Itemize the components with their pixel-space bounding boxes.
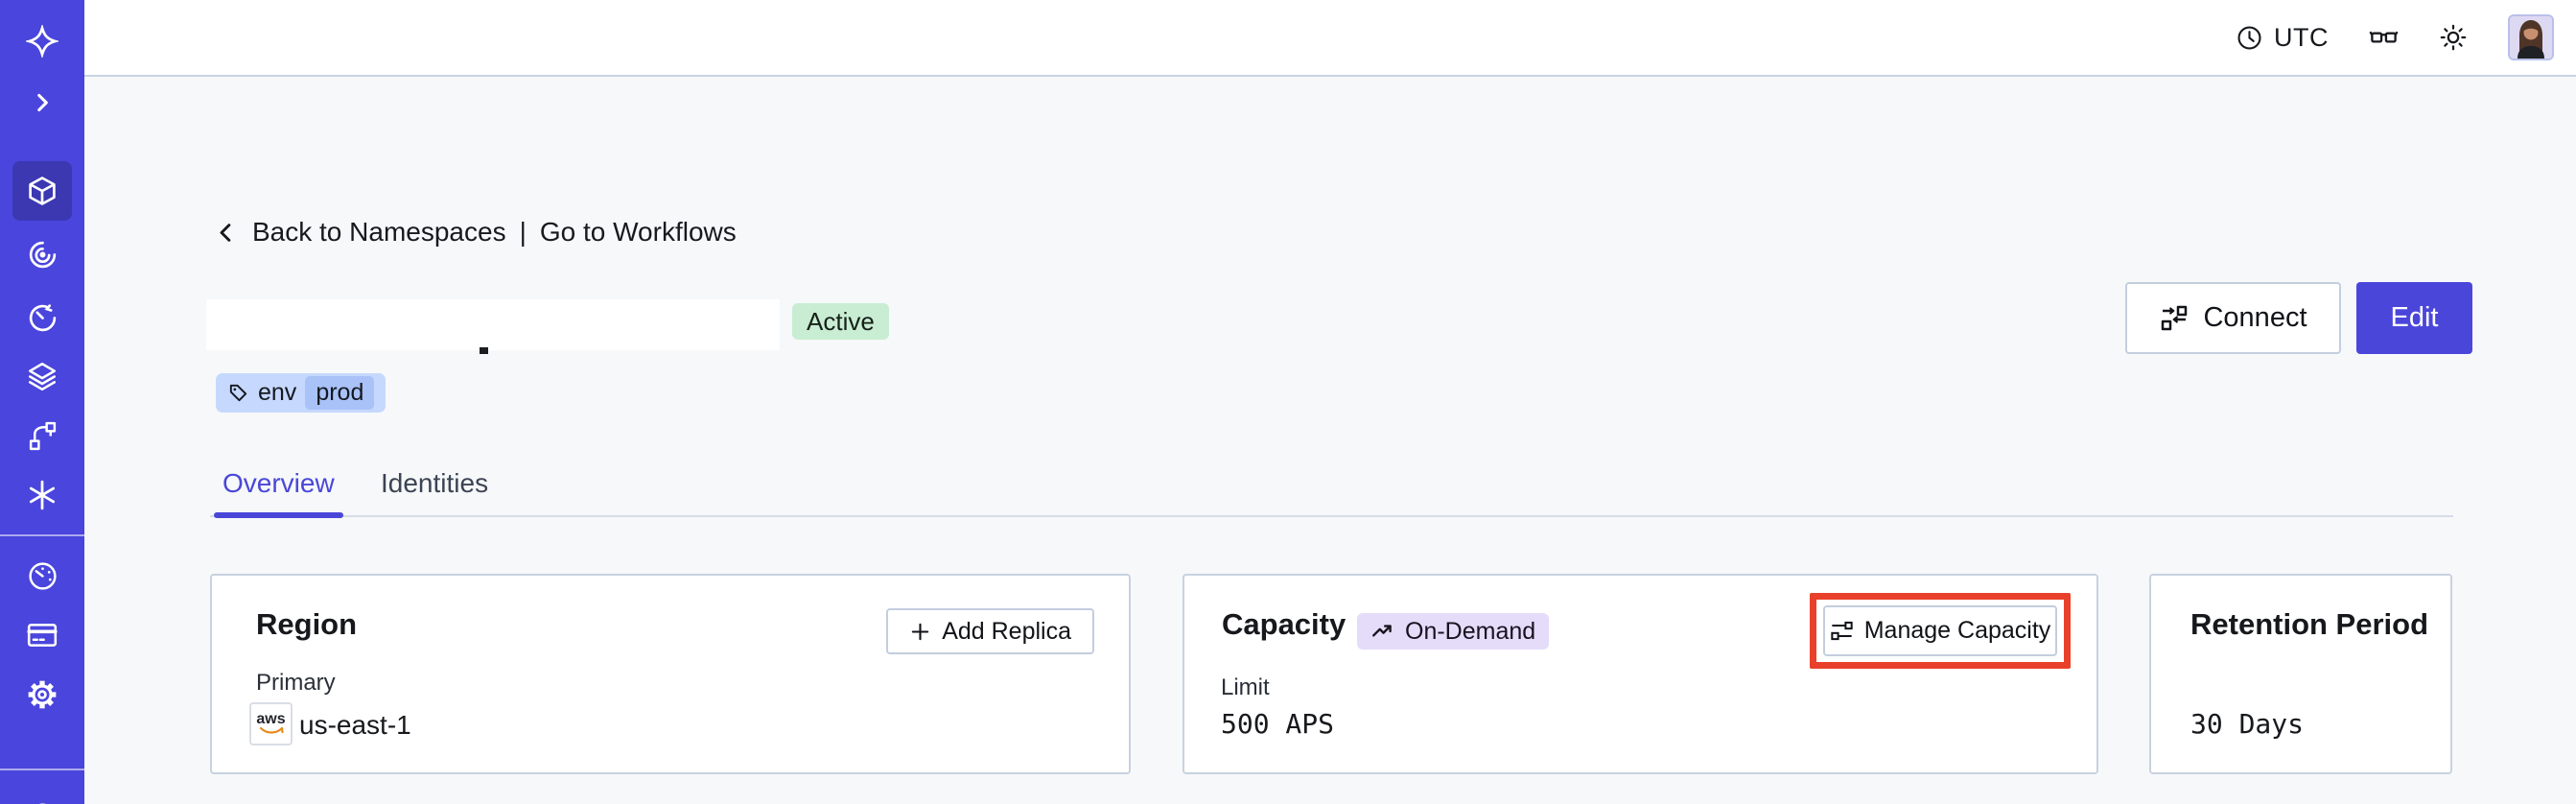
tag-value: prod [305,376,375,410]
temporal-logo-icon[interactable] [0,25,84,58]
timezone-label: UTC [2274,22,2329,52]
on-demand-label: On-Demand [1405,617,1536,645]
spiral-icon [29,241,56,268]
layers-icon [28,362,57,391]
breadcrumb-separator: | [519,217,527,247]
add-replica-label: Add Replica [942,617,1071,645]
tabs-divider [210,515,2453,517]
sidebar-item-schedules[interactable] [0,301,84,334]
sidebar-item-deployments[interactable] [0,419,84,452]
status-badge: Active [792,303,889,340]
labs-mode-button[interactable] [2369,23,2399,53]
sidebar-item-billing[interactable] [0,619,84,651]
sidebar-item-namespaces[interactable] [0,174,84,208]
region-value: us-east-1 [299,710,411,740]
capacity-value: 500 APS [1221,708,1335,740]
go-to-workflows-link[interactable]: Go to Workflows [539,217,737,247]
region-card: Region Add Replica Primary aws us-east-1 [210,574,1131,774]
sidebar-item-layers[interactable] [0,360,84,392]
connect-button[interactable]: Connect [2125,282,2341,354]
manage-capacity-label: Manage Capacity [1863,617,2051,644]
status-badge-label: Active [807,306,875,336]
tag-icon [229,384,247,402]
sidebar-item-help[interactable] [0,794,84,804]
aws-smile-icon [259,726,284,734]
sidebar-divider [0,534,84,536]
namespace-name-redacted [206,299,780,350]
credit-card-icon [27,624,58,647]
edit-button[interactable]: Edit [2356,282,2472,354]
sun-icon [2440,24,2467,51]
cube-icon [29,177,56,205]
breadcrumb: Back to Namespaces | Go to Workflows [213,207,737,257]
clock-icon [2237,25,2261,50]
retention-value: 30 Days [2190,708,2305,740]
aws-logo: aws [256,711,286,727]
sidebar-item-workflows[interactable] [0,238,84,271]
plus-icon [911,623,929,640]
namespace-tag[interactable]: env prod [216,373,386,413]
avatar-image [2510,16,2552,59]
glasses-icon [2369,31,2399,43]
retention-card-title: Retention Period [2190,607,2429,641]
speedometer-icon [28,561,57,590]
sidebar-item-settings[interactable] [0,678,84,711]
topbar-right-group: UTC [2236,0,2554,75]
capacity-card-title: Capacity [1222,607,1347,641]
sidebar-divider [0,769,84,770]
manage-capacity-button[interactable]: Manage Capacity [1823,605,2057,656]
timezone-selector[interactable]: UTC [2236,23,2329,53]
theme-toggle-button[interactable] [2439,23,2468,52]
tab-overview[interactable]: Overview [222,468,335,498]
user-avatar[interactable] [2508,14,2554,60]
namespace-name-fragment [480,347,488,354]
sidebar-item-usage[interactable] [0,559,84,592]
connect-flow-icon [2162,305,2188,330]
capacity-card: Capacity On-Demand Manage Capacity Limit… [1183,574,2098,774]
primary-label: Primary [256,670,336,696]
trending-up-icon [1372,625,1392,637]
retention-card: Retention Period 30 Days [2149,574,2452,774]
aws-provider-chip: aws [249,702,293,745]
annotation-highlight-box: Manage Capacity [1810,593,2071,669]
branch-icon [29,421,56,450]
add-replica-button[interactable]: Add Replica [886,608,1094,654]
region-card-title: Region [256,607,358,641]
limit-label: Limit [1221,674,1270,700]
sidebar-expand-chevron-icon[interactable] [0,88,84,117]
sidebar-item-nexus[interactable] [0,479,84,511]
edit-button-label: Edit [2390,302,2439,333]
back-to-namespaces-link[interactable]: Back to Namespaces [252,217,506,247]
sliders-icon [1831,621,1853,641]
gear-icon [28,680,57,709]
help-circle-icon [36,803,48,804]
connect-button-label: Connect [2203,302,2307,333]
tag-key: env [258,379,297,406]
on-demand-badge: On-Demand [1357,613,1550,650]
chevron-left-icon[interactable] [213,220,239,246]
topbar: UTC [84,0,2576,77]
timer-clock-icon [29,303,56,331]
sidebar [0,0,84,804]
active-tab-underline [214,512,343,518]
asterisk-icon [29,480,56,510]
tab-identities[interactable]: Identities [381,468,489,498]
